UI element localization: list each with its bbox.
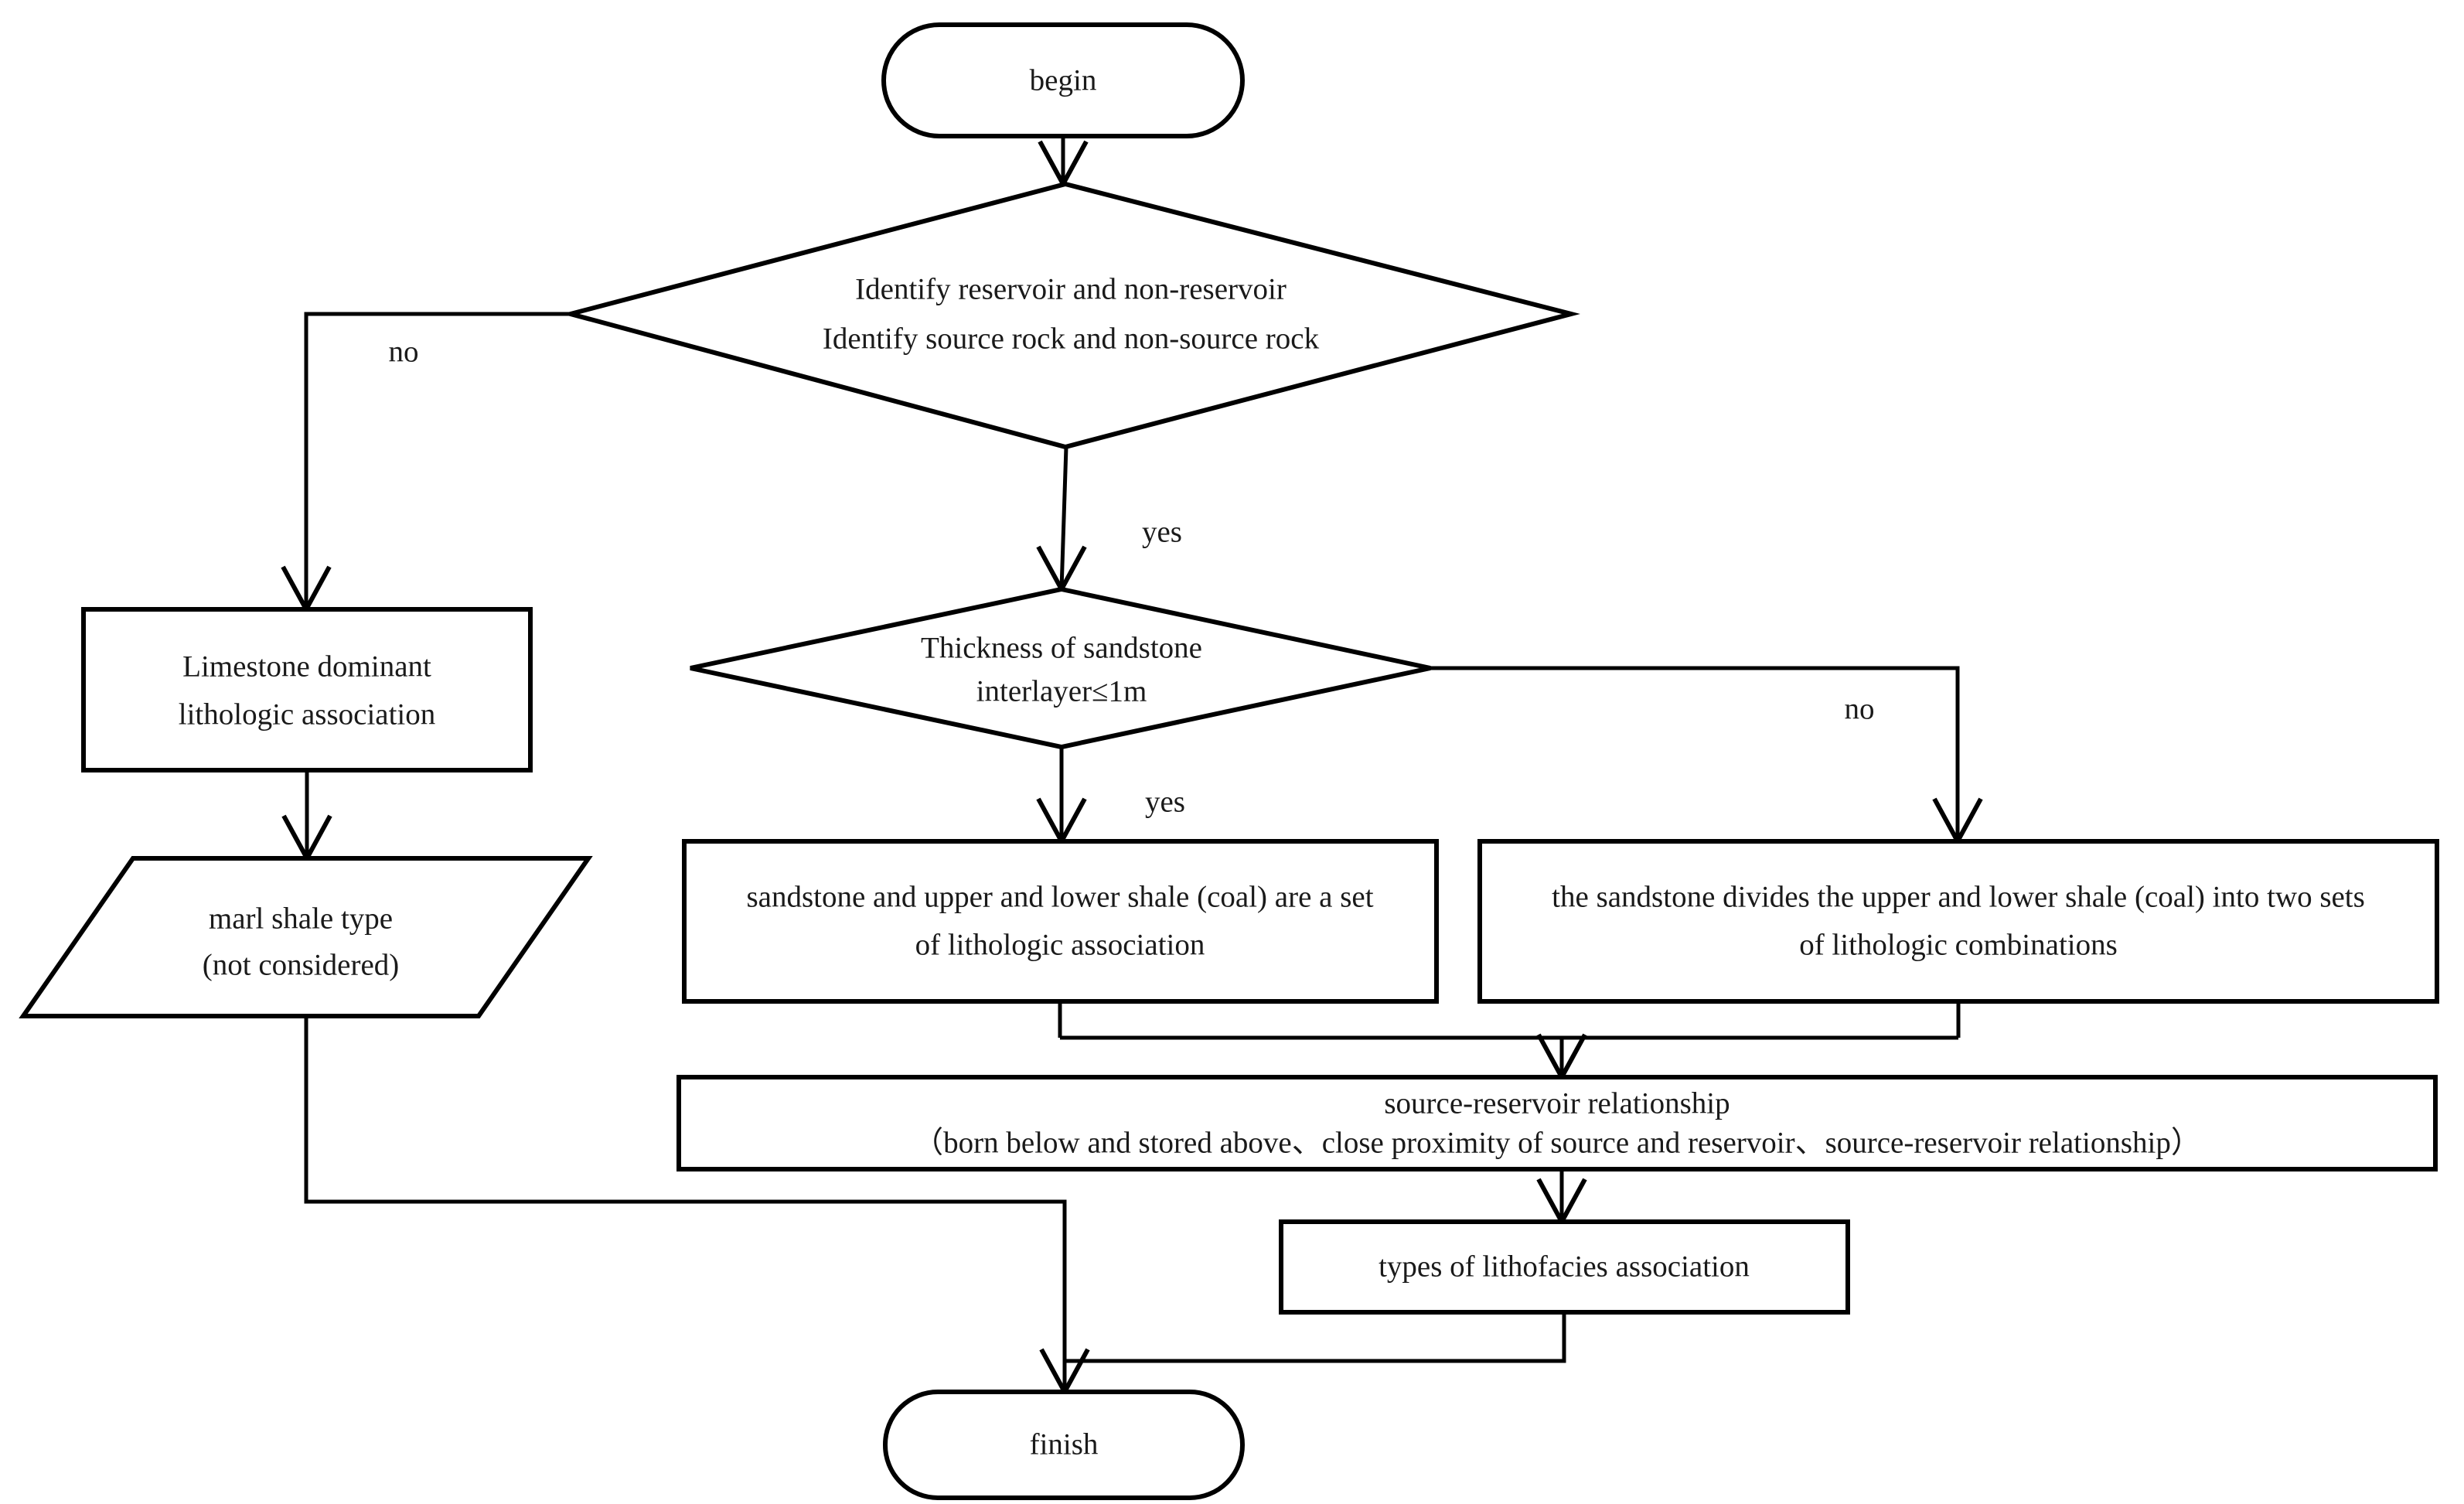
marl-shale-label-line2: (not considered) — [203, 949, 400, 982]
identify-decision-label-line2: Identify source rock and non-source rock — [823, 322, 1320, 356]
limestone-label-line1: Limestone dominant — [182, 650, 431, 684]
edge-thickness-no-to-two-sets — [1430, 666, 1960, 841]
identify-decision-shape — [561, 181, 1580, 450]
types-process-shape — [1279, 1219, 1850, 1315]
two-sets-process-shape — [1477, 839, 2439, 1004]
two-sets-label-line1: the sandstone divides the upper and lowe… — [1552, 881, 2365, 914]
source-reservoir-label-line1: source-reservoir relationship — [1384, 1087, 1730, 1120]
edge-label-yes-identify: yes — [1142, 516, 1182, 549]
begin-terminator-shape — [881, 22, 1245, 138]
edge-identify-yes-to-thickness — [1059, 446, 1068, 590]
edge-label-no-identify: no — [389, 336, 419, 369]
finish-label: finish — [1030, 1428, 1099, 1461]
edge-marl-to-finish — [304, 1016, 1067, 1392]
edge-identify-no-to-limestone — [304, 312, 571, 609]
source-reservoir-label-line2: （born below and stored above、close proxi… — [913, 1127, 2201, 1160]
begin-label: begin — [1030, 64, 1097, 97]
one-set-label-line1: sandstone and upper and lower shale (coa… — [746, 881, 1373, 914]
limestone-label-line2: lithologic association — [179, 698, 436, 732]
edge-label-no-thickness: no — [1845, 693, 1875, 726]
edge-types-to-finish-join — [1065, 1312, 1566, 1363]
thickness-decision-label-line1: Thickness of sandstone — [921, 632, 1202, 665]
types-label: types of lithofacies association — [1379, 1250, 1750, 1284]
two-sets-label-line2: of lithologic combinations — [1799, 929, 2118, 962]
edge-label-yes-thickness: yes — [1145, 786, 1185, 819]
one-set-process-shape — [682, 839, 1439, 1004]
thickness-decision-shape — [690, 586, 1431, 750]
identify-decision-label-line1: Identify reservoir and non-reservoir — [855, 273, 1287, 306]
source-reservoir-process-shape — [676, 1075, 2438, 1171]
one-set-label-line2: of lithologic association — [915, 929, 1205, 962]
marl-shale-label-line1: marl shale type — [209, 902, 393, 936]
marl-shale-parallelogram-shape — [19, 856, 593, 1018]
finish-terminator-shape — [883, 1390, 1245, 1500]
limestone-process-shape — [81, 607, 533, 772]
thickness-decision-label-line2: interlayer≤1m — [976, 675, 1147, 708]
